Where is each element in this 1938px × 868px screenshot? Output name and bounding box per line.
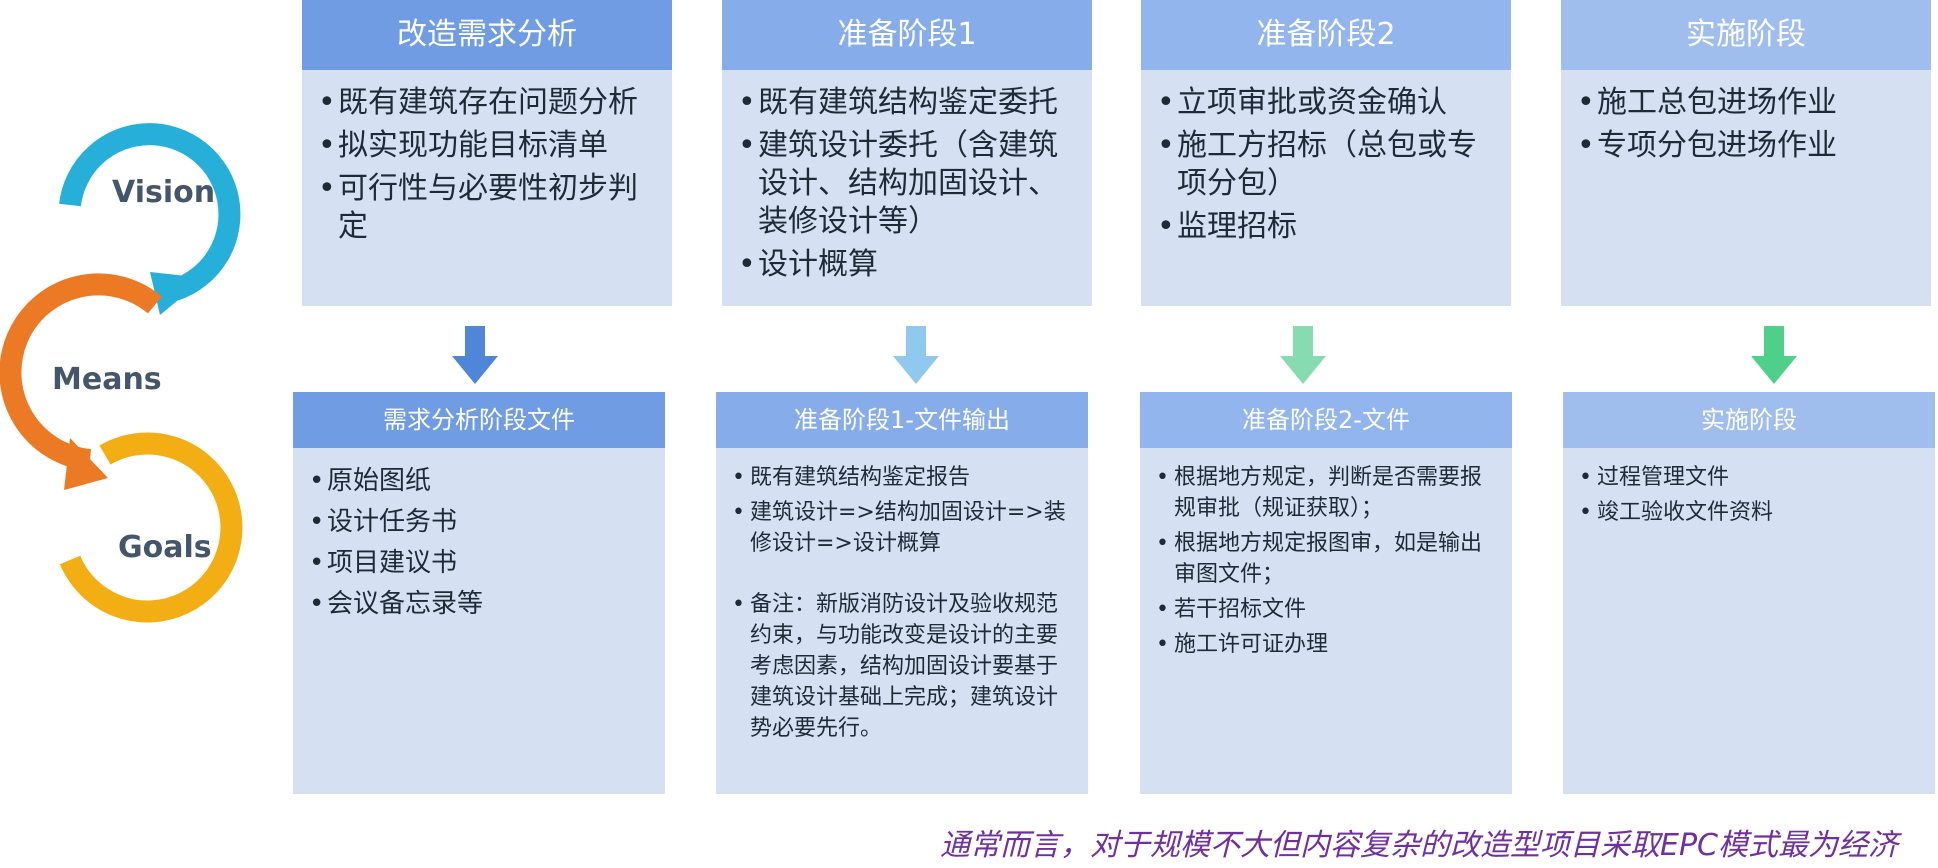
stage-task: 施工方招标（总包或专项分包） <box>1155 127 1495 203</box>
output-note: 备注：新版消防设计及验收规范约束，与功能改变是设计的主要考虑因素，结构加固设计要… <box>730 589 1074 744</box>
stage-task-list: 既有建筑存在问题分析 拟实现功能目标清单 可行性与必要性初步判定 <box>302 70 672 246</box>
stage-task: 既有建筑结构鉴定委托 <box>736 84 1076 122</box>
vision-arrowhead <box>150 272 205 315</box>
goals-arc <box>59 432 243 623</box>
output-document: 既有建筑结构鉴定报告 <box>730 462 1074 493</box>
output-title: 实施阶段 <box>1563 392 1935 448</box>
stage-box-demand-analysis: 改造需求分析 既有建筑存在问题分析 拟实现功能目标清单 可行性与必要性初步判定 <box>302 0 672 306</box>
means-arc <box>0 273 163 471</box>
cycle-label-goals: Goals <box>118 530 212 565</box>
down-arrow-icon <box>1280 326 1326 384</box>
output-document: 设计任务书 <box>307 503 651 541</box>
output-document-list: 过程管理文件 竣工验收文件资料 <box>1563 448 1935 528</box>
output-box-preparation-2: 准备阶段2-文件 根据地方规定，判断是否需要报规审批（规证获取）； 根据地方规定… <box>1140 392 1512 794</box>
cycle-arrows-graphic <box>0 123 243 623</box>
output-box-preparation-1: 准备阶段1-文件输出 既有建筑结构鉴定报告 建筑设计=>结构加固设计=>装修设计… <box>716 392 1088 794</box>
vision-arc <box>59 123 241 301</box>
output-box-demand-analysis: 需求分析阶段文件 原始图纸 设计任务书 项目建议书 会议备忘录等 <box>293 392 665 794</box>
output-box-implementation: 实施阶段 过程管理文件 竣工验收文件资料 <box>1563 392 1935 794</box>
stage-task: 既有建筑存在问题分析 <box>316 84 656 122</box>
stage-box-preparation-1: 准备阶段1 既有建筑结构鉴定委托 建筑设计委托（含建筑设计、结构加固设计、装修设… <box>722 0 1092 306</box>
stage-title: 改造需求分析 <box>302 0 672 70</box>
means-arrowhead <box>64 438 108 490</box>
output-document-list: 既有建筑结构鉴定报告 建筑设计=>结构加固设计=>装修设计=>设计概算 备注：新… <box>716 448 1088 744</box>
down-arrow-icon <box>1751 326 1797 384</box>
stage-task: 可行性与必要性初步判定 <box>316 170 656 246</box>
stage-task: 设计概算 <box>736 246 1076 284</box>
output-document: 项目建议书 <box>307 544 651 582</box>
stage-task: 立项审批或资金确认 <box>1155 84 1495 122</box>
output-document: 原始图纸 <box>307 462 651 500</box>
stage-task-list: 既有建筑结构鉴定委托 建筑设计委托（含建筑设计、结构加固设计、装修设计等） 设计… <box>722 70 1092 284</box>
output-document: 施工许可证办理 <box>1154 629 1498 660</box>
output-document-list: 根据地方规定，判断是否需要报规审批（规证获取）； 根据地方规定报图审，如是输出审… <box>1140 448 1512 660</box>
stage-task-list: 施工总包进场作业 专项分包进场作业 <box>1561 70 1931 165</box>
stage-task: 建筑设计委托（含建筑设计、结构加固设计、装修设计等） <box>736 127 1076 241</box>
stage-task: 拟实现功能目标清单 <box>316 127 656 165</box>
down-arrow-icon <box>893 326 939 384</box>
stage-task: 施工总包进场作业 <box>1575 84 1915 122</box>
output-title: 需求分析阶段文件 <box>293 392 665 448</box>
cycle-label-means: Means <box>52 362 162 397</box>
vision-means-goals-cycle: Vision Means Goals <box>0 100 270 660</box>
output-document-list: 原始图纸 设计任务书 项目建议书 会议备忘录等 <box>293 448 665 623</box>
output-document: 竣工验收文件资料 <box>1577 497 1921 528</box>
output-document: 会议备忘录等 <box>307 585 651 623</box>
output-title: 准备阶段1-文件输出 <box>716 392 1088 448</box>
output-document: 根据地方规定报图审，如是输出审图文件； <box>1154 528 1498 590</box>
output-document: 根据地方规定，判断是否需要报规审批（规证获取）； <box>1154 462 1498 524</box>
stage-box-implementation: 实施阶段 施工总包进场作业 专项分包进场作业 <box>1561 0 1931 306</box>
down-arrow-icon <box>452 326 498 384</box>
stage-box-preparation-2: 准备阶段2 立项审批或资金确认 施工方招标（总包或专项分包） 监理招标 <box>1141 0 1511 306</box>
stage-title: 实施阶段 <box>1561 0 1931 70</box>
output-document: 建筑设计=>结构加固设计=>装修设计=>设计概算 <box>730 497 1074 559</box>
output-title: 准备阶段2-文件 <box>1140 392 1512 448</box>
cycle-label-vision: Vision <box>112 175 216 210</box>
stage-task: 监理招标 <box>1155 208 1495 246</box>
stage-title: 准备阶段1 <box>722 0 1092 70</box>
stage-title: 准备阶段2 <box>1141 0 1511 70</box>
stage-task-list: 立项审批或资金确认 施工方招标（总包或专项分包） 监理招标 <box>1141 70 1511 246</box>
stage-task: 专项分包进场作业 <box>1575 127 1915 165</box>
output-document: 过程管理文件 <box>1577 462 1921 493</box>
output-document: 若干招标文件 <box>1154 594 1498 625</box>
footer-note: 通常而言，对于规模不大但内容复杂的改造型项目采取EPC模式最为经济 <box>940 828 1898 863</box>
